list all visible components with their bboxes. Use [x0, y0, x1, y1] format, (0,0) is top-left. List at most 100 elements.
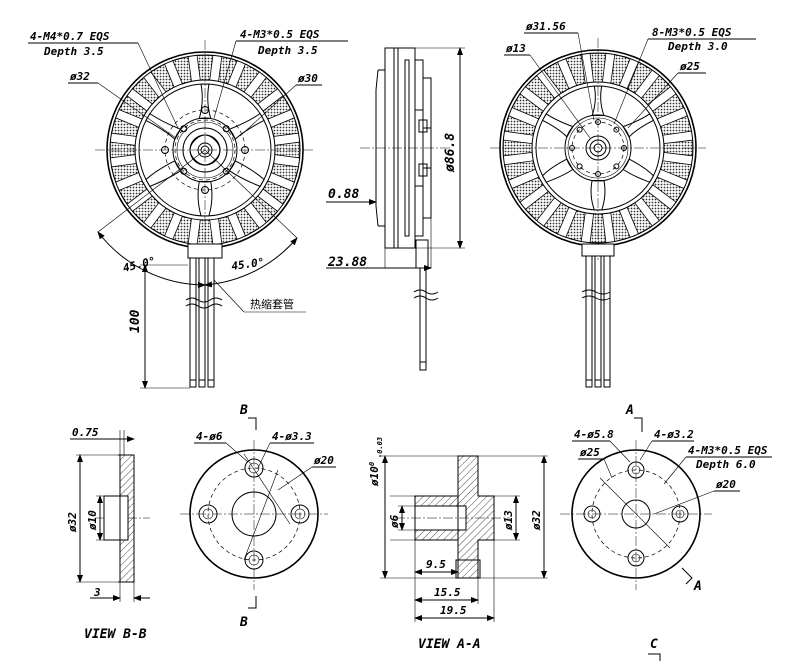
stator-coil	[235, 207, 260, 237]
mount-hole	[180, 167, 188, 175]
front-cable	[185, 243, 223, 388]
base-plate: 4-ø5.8 4-ø3.2 ø25 4-M3*0.5 EQS Depth 6.0…	[560, 403, 772, 661]
rotor-spoke	[145, 112, 182, 141]
lead-length-label: 100	[128, 309, 143, 333]
side-view: ø86.8 0.88 23.88	[326, 47, 465, 371]
stator-coil	[150, 207, 175, 237]
rotor-spoke	[591, 85, 605, 117]
bb-d32-label: ø32	[66, 512, 79, 533]
stator-coil	[131, 76, 160, 105]
back-hole-label: 8-M3*0.5 EQS	[652, 26, 732, 39]
aa-d32-label: ø32	[530, 510, 543, 531]
aa-d10-label: ø10	[368, 466, 381, 487]
plate-holes-b-label: 4-ø3.3	[272, 430, 312, 443]
stator-coil	[262, 95, 292, 120]
aa-155-label: 15.5	[434, 586, 461, 599]
side-height-label: ø86.8	[443, 133, 458, 173]
front-left-hole-label: 4-M4*0.7 EQS	[30, 30, 110, 43]
stator-coil	[262, 180, 292, 205]
aa-title: VIEW A-A	[418, 637, 481, 652]
angle-left-label: 45.0°	[122, 254, 157, 275]
mount-hole	[222, 125, 230, 133]
bb-3-label: 3	[93, 586, 101, 599]
stator-coil	[270, 163, 300, 183]
plate-holes-a-label: 4-ø6	[196, 430, 223, 443]
stator-coil	[511, 176, 544, 203]
bb-title: VIEW B-B	[84, 627, 147, 642]
stator-coil	[503, 115, 537, 136]
rotor-spoke	[228, 112, 265, 141]
front-view: 45.0° 45.0° 热缩套管 100 4-M4*0.7 EQS Depth …	[28, 28, 348, 389]
base-d25-label: ø25	[579, 446, 600, 459]
stator-coil	[640, 74, 672, 106]
stator-coil	[235, 63, 260, 93]
mount-hole	[180, 125, 188, 133]
stator-coil	[110, 117, 140, 137]
base-d20-label: ø20	[715, 478, 736, 491]
stator-coil	[543, 202, 570, 235]
mount-hole	[576, 163, 583, 170]
view-aa: ø10 0 -0.03 ø6 ø13 ø32 9.5 15.5 19.5 VIE…	[368, 437, 548, 652]
aa-d10-tol-top: 0	[368, 462, 376, 466]
front-right-hole-label: 4-M3*0.5 EQS	[240, 28, 320, 41]
front-d-inner-label: ø30	[297, 72, 318, 85]
rotor-spoke	[145, 160, 182, 187]
stator-coil	[659, 160, 693, 181]
stator-coil	[503, 160, 537, 181]
stator-coil	[172, 215, 192, 245]
section-b-bottom: B	[239, 615, 248, 630]
base-depth-label: Depth 6.0	[695, 458, 756, 471]
stator-coil	[110, 163, 140, 183]
mount-hole	[613, 163, 620, 170]
rotor-spoke	[228, 160, 265, 187]
aa-d13-label: ø13	[502, 510, 515, 531]
plate-d20-label: ø20	[313, 454, 334, 467]
angle-right-label: 45.0°	[231, 255, 266, 272]
section-a-top: A	[625, 403, 634, 418]
back-d-ring-label: ø31.56	[525, 20, 566, 33]
stator-coil	[626, 61, 653, 94]
aa-95-label: 9.5	[426, 558, 446, 571]
side-width-label: 23.88	[327, 255, 367, 270]
front-right-depth-label: Depth 3.5	[257, 44, 318, 57]
back-depth-label: Depth 3.0	[667, 40, 728, 53]
aa-d10-tol-bottom: -0.03	[376, 437, 384, 458]
heat-shrink-label: 热缩套管	[250, 297, 294, 311]
aa-d6-label: ø6	[388, 514, 401, 529]
back-d13-label: ø13	[505, 42, 526, 55]
stator-coil	[565, 53, 586, 87]
mount-hole	[576, 126, 583, 133]
stator-coil	[218, 215, 238, 245]
aa-195-label: 19.5	[440, 604, 467, 617]
rotor-spoke	[622, 113, 655, 138]
stator-coil	[610, 53, 631, 87]
mount-hole	[222, 167, 230, 175]
section-c-label: C	[650, 637, 658, 652]
rotor-spoke	[541, 158, 574, 183]
base-thread-label: 4-M3*0.5 EQS	[688, 444, 768, 457]
bb-thickness-label: 0.75	[72, 426, 99, 439]
stator-coil	[565, 209, 586, 243]
stator-coil	[640, 190, 672, 222]
stator-coil	[270, 117, 300, 137]
stator-coil	[652, 93, 685, 120]
rotor-spoke	[622, 158, 655, 183]
side-lip-label: 0.88	[328, 187, 359, 202]
stator-coil	[652, 176, 685, 203]
stator-coil	[118, 180, 148, 205]
stator-coil	[172, 55, 192, 85]
stator-coil	[250, 195, 279, 224]
bb-d10-label: ø10	[86, 510, 99, 531]
stator-coil	[659, 115, 693, 136]
stator-coil	[610, 209, 631, 243]
section-b-top: B	[239, 403, 248, 418]
base-holes-a-label: 4-ø5.8	[574, 428, 614, 441]
stator-coil	[524, 190, 556, 222]
mount-plate: 4-ø6 4-ø3.3 ø20 B B	[180, 403, 336, 630]
stator-coil	[511, 93, 544, 120]
stator-coil	[131, 195, 160, 224]
rotor-spoke	[541, 113, 574, 138]
back-d25-label: ø25	[679, 60, 700, 73]
back-view: ø31.56 8-M3*0.5 EQS Depth 3.0 ø13 ø25	[490, 20, 756, 388]
